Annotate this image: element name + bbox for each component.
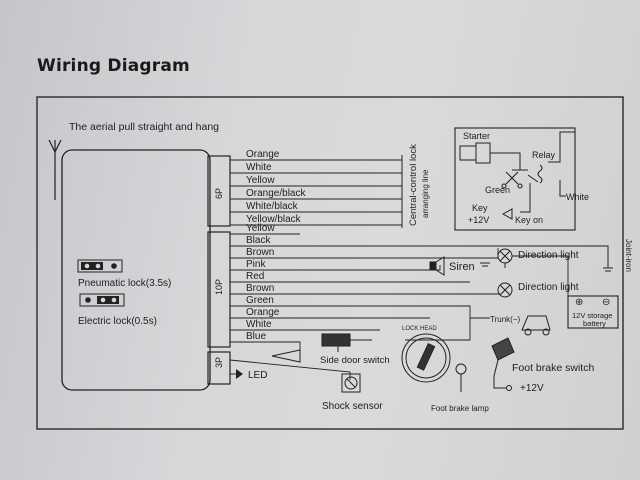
battery-sublabel: battery: [583, 319, 606, 328]
wire-10p-label: Brown: [246, 247, 274, 258]
plus12v-wire: [493, 376, 506, 389]
wire-6p-label: Yellow: [246, 175, 275, 186]
central-lock-sublabel: arranging line: [421, 169, 430, 218]
trunk-label: Trunk(−): [490, 315, 520, 324]
joint-iron-label: Joint-iron: [624, 239, 633, 272]
starter-plus12v-label: +12V: [468, 215, 489, 225]
direction-light-icon: [497, 282, 513, 298]
brake-pedal-icon: [491, 337, 515, 377]
shock-sensor-label: Shock sensor: [322, 401, 383, 412]
connector-10p: [207, 231, 231, 348]
ground-icon: [480, 262, 490, 267]
direction-light-wire: [512, 255, 569, 296]
wire-10p-label: Blue: [246, 331, 266, 342]
plus12v-label: +12V: [520, 383, 544, 394]
connector-6p-label: 6P: [214, 188, 224, 199]
wire-6p-label: White: [246, 162, 272, 173]
connector-3p-label: 3P: [214, 357, 224, 368]
ignition-lock-icon: [401, 333, 451, 383]
central-lock-label: Central-control lock: [408, 144, 419, 226]
wire-10p-label: Red: [246, 271, 264, 282]
starter-relay-box: [454, 127, 576, 231]
connector-3p: [207, 351, 231, 385]
wire-6p-label: Yellow/black: [246, 214, 302, 225]
door-switch-icon: [321, 333, 372, 352]
relay-icon: [500, 131, 575, 184]
starter-motor-icon: [459, 142, 500, 164]
siren-icon: [429, 256, 445, 276]
wire-10p-label: White: [246, 319, 272, 330]
key-switch-icon: [501, 208, 513, 220]
battery-label: 12V storage: [572, 311, 612, 320]
ground-icon: [603, 267, 613, 272]
wire-6p-label: White/black: [246, 201, 299, 212]
key-label: Key: [472, 203, 488, 213]
scissors-icon: [501, 171, 523, 189]
wire-6p-label: Orange: [246, 149, 280, 160]
starter-label: Starter: [463, 131, 490, 141]
key-on-label: Key on: [515, 215, 543, 225]
foot-brake-lamp-label: Foot brake lamp: [431, 404, 489, 413]
direction-light-icon: [497, 248, 513, 268]
wire-10p-label: Orange: [246, 307, 280, 318]
electric-lock-label: Electric lock(0.5s): [78, 316, 157, 327]
siren-label: Siren: [449, 261, 475, 273]
page-title: Wiring Diagram: [37, 56, 190, 76]
battery-icon: [567, 295, 619, 329]
battery-plus-sign: ⊕: [575, 297, 583, 308]
trunk-car-icon: [521, 315, 551, 336]
wire-10p-label: Black: [246, 235, 271, 246]
wire-10p-label: Brown: [246, 283, 274, 294]
lock-head-label: LOCK HEAD: [402, 326, 437, 332]
arrow-icon: [271, 349, 301, 363]
foot-brake-switch-label: Foot brake switch: [512, 362, 594, 374]
key-on-wire: [520, 183, 531, 213]
wire-10p-label: Green: [246, 295, 274, 306]
aerial-label: The aerial pull straight and hang: [69, 121, 219, 133]
relay-label: Relay: [532, 150, 556, 160]
led-icon: [236, 369, 243, 379]
control-unit: [61, 149, 211, 391]
wire-10p-label: Pink: [246, 259, 266, 270]
wire-6p-label: Orange/black: [246, 188, 306, 199]
white-wire: [559, 180, 566, 197]
wire-10p-label: Yellow: [246, 223, 275, 234]
direction-light-label: Direction light: [518, 250, 579, 261]
white-wire-label: White: [566, 192, 589, 202]
diagram-frame: [36, 96, 624, 430]
pneumatic-jumper: [77, 259, 123, 273]
connector-10p-label: 10P: [214, 279, 224, 295]
connector-6p: [207, 155, 231, 227]
pneumatic-lock-label: Pneumatic lock(3.5s): [78, 278, 171, 289]
led-label: LED: [248, 370, 267, 381]
direction-light-label: Direction light: [518, 282, 579, 293]
brake-lamp-icon: [455, 363, 467, 392]
battery-minus-sign: ⊖: [602, 297, 610, 308]
side-door-switch-label: Side door switch: [320, 355, 390, 366]
wires-6p: [230, 159, 402, 226]
electric-jumper: [79, 293, 125, 307]
green-wire-label: Green: [485, 185, 510, 195]
antenna-icon: [48, 139, 62, 200]
shock-sensor-icon: [341, 373, 361, 393]
terminal-icon: [506, 385, 512, 391]
